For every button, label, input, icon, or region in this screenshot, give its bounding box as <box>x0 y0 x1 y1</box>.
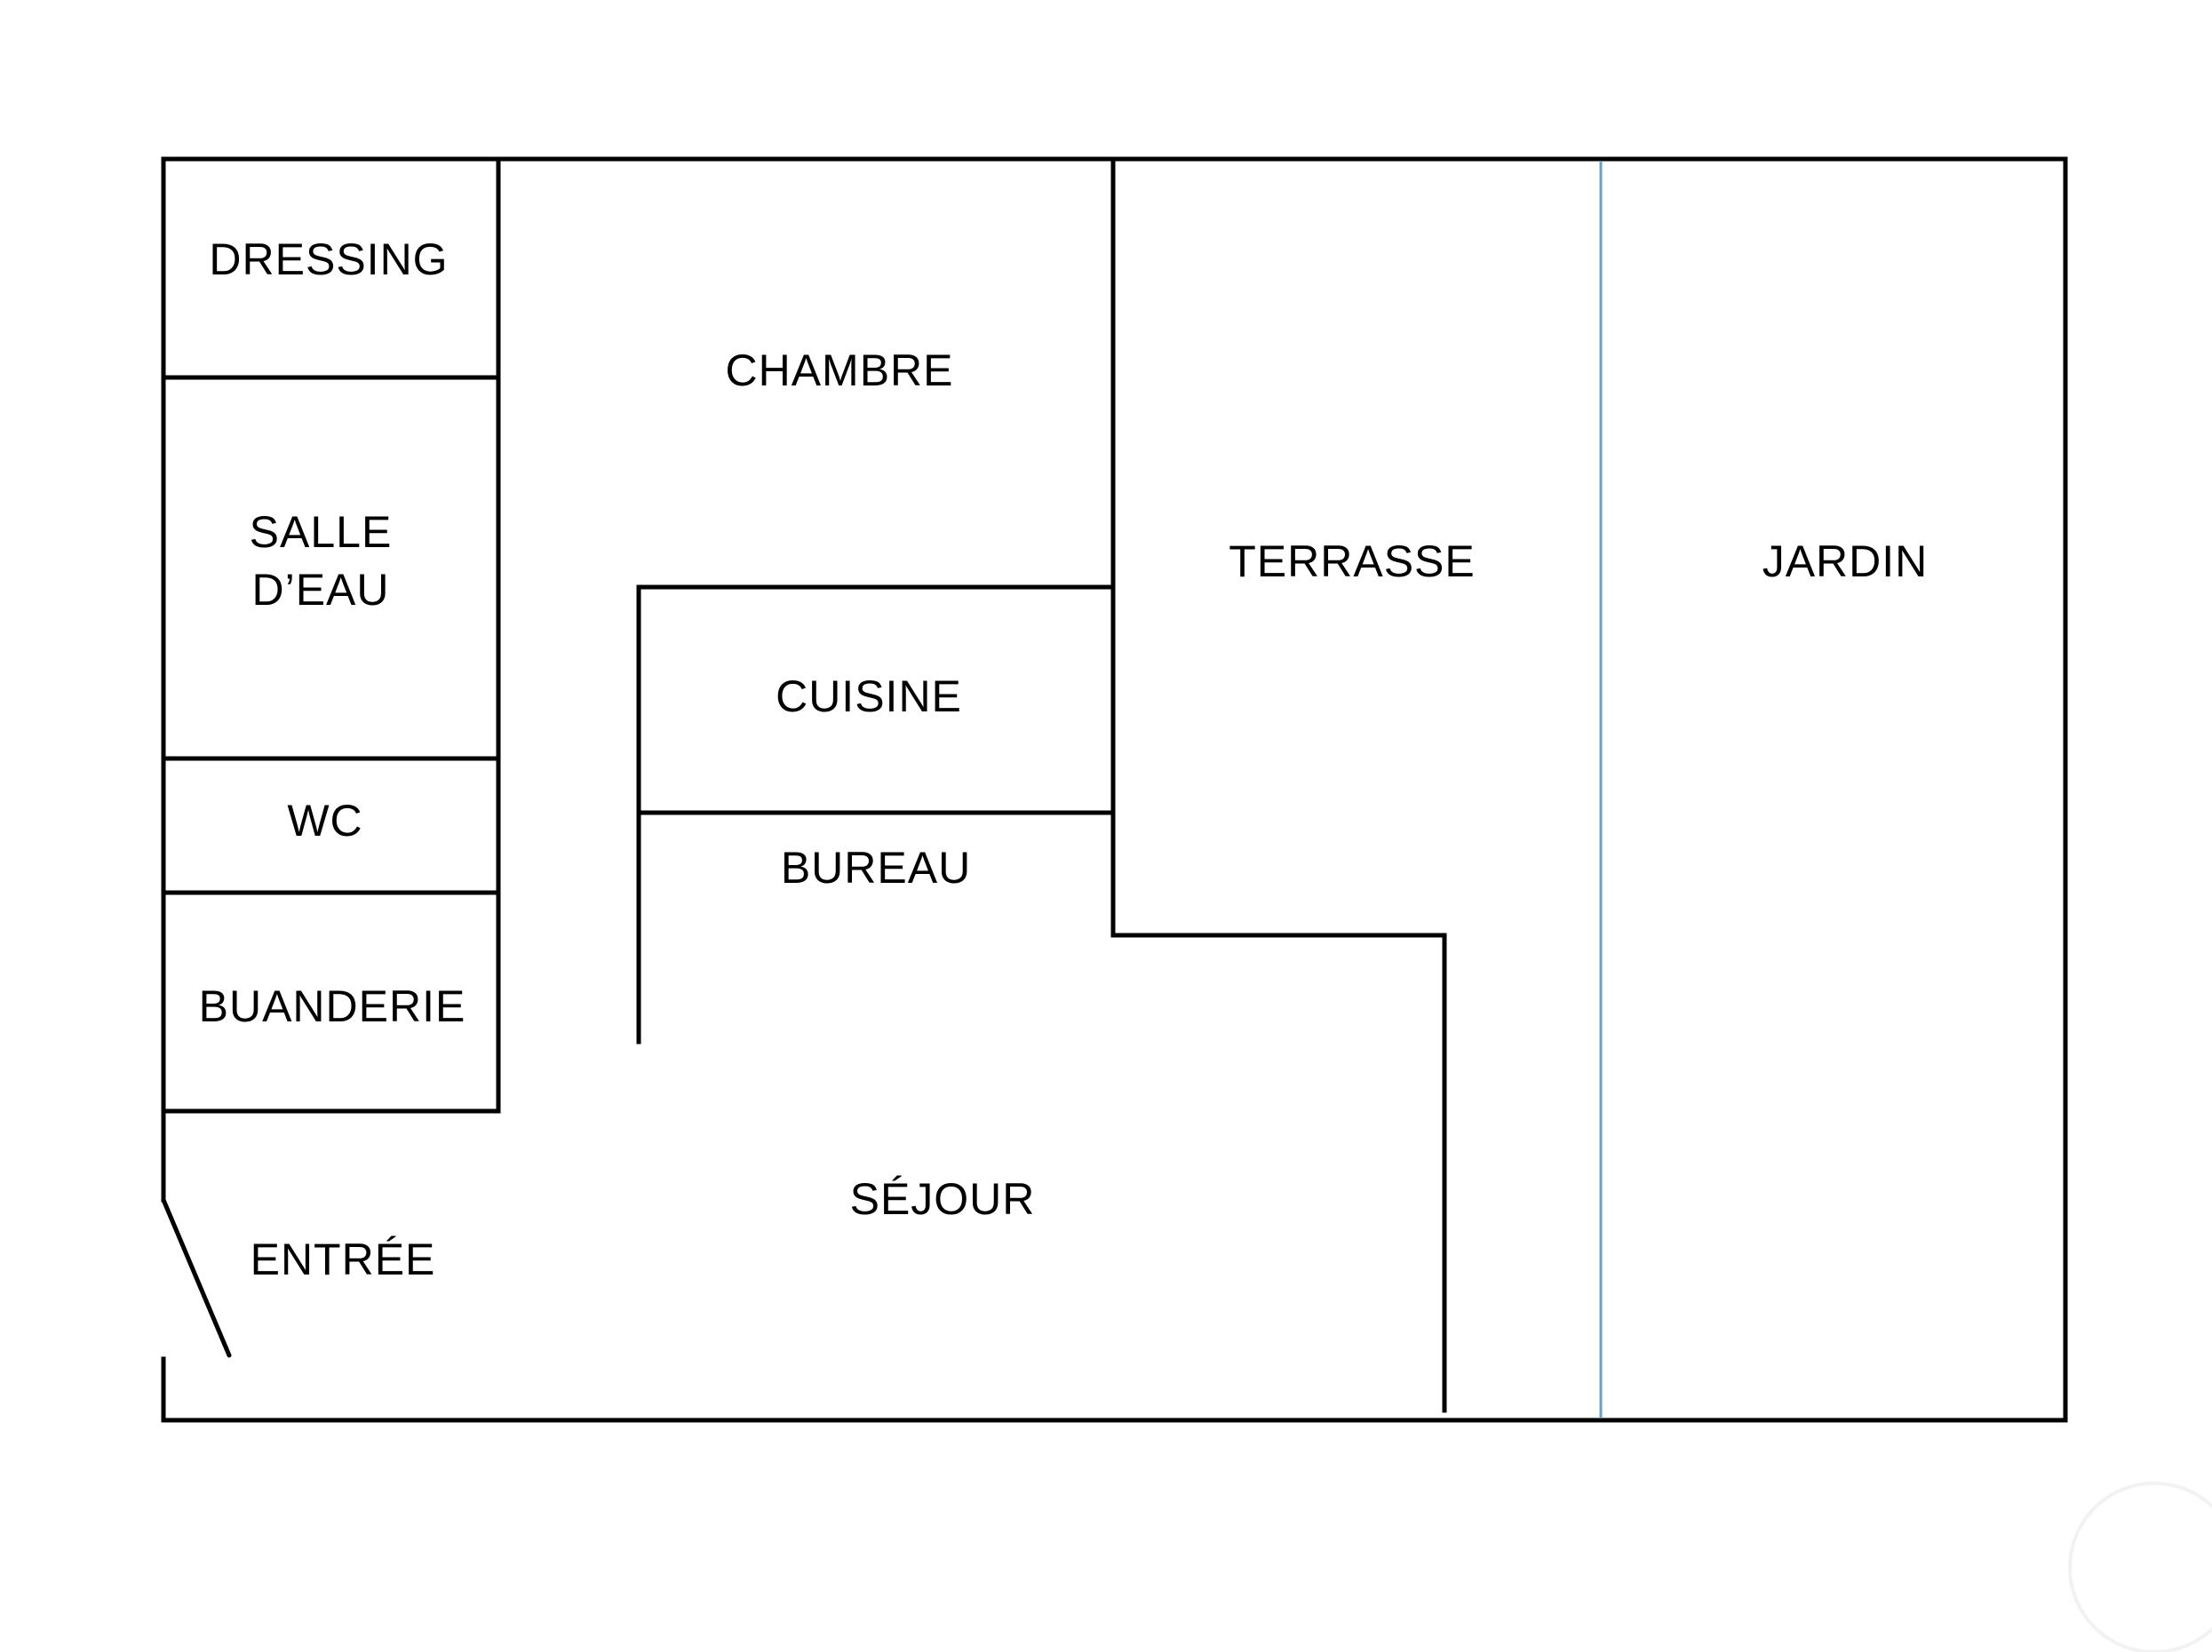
room-label-dressing: DRESSING <box>209 234 448 284</box>
room-label-bureau: BUREAU <box>781 843 971 893</box>
watermark-logo <box>2068 1481 2212 1652</box>
room-label-jardin: JARDIN <box>1762 536 1929 586</box>
left-column-walls <box>161 156 501 1114</box>
entrance-door <box>161 1197 232 1358</box>
room-label-wc: WC <box>287 796 362 846</box>
center-walls <box>636 156 1447 1413</box>
room-label-chambre: CHAMBRE <box>725 345 953 395</box>
room-label-buanderie: BUANDERIE <box>199 981 466 1031</box>
room-label-entree: ENTRÉE <box>251 1235 436 1284</box>
room-label-salle-deau-line2: D’EAU <box>251 565 389 615</box>
room-label-cuisine: CUISINE <box>776 671 962 721</box>
room-label-terrasse: TERRASSE <box>1229 536 1476 586</box>
room-label-sejour: SÉJOUR <box>850 1174 1036 1224</box>
room-label-salle-deau-line1: SALLE <box>250 507 393 557</box>
